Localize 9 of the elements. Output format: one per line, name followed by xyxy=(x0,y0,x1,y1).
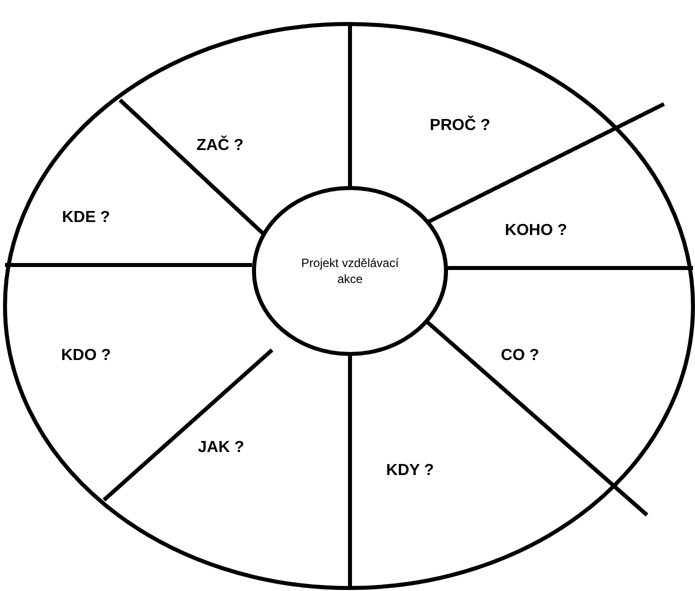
sector-label: KDE ? xyxy=(62,209,110,227)
sector-label: KDY ? xyxy=(386,462,434,480)
sector-label: KDO ? xyxy=(61,347,111,365)
sector-label: JAK ? xyxy=(198,439,244,457)
center-label: Projekt vzdělávací akce xyxy=(300,255,400,287)
sector-label: PROČ ? xyxy=(430,117,490,135)
sector-label: ZAČ ? xyxy=(196,137,244,155)
sector-label: KOHO ? xyxy=(504,222,568,240)
sector-label: CO ? xyxy=(500,347,540,365)
